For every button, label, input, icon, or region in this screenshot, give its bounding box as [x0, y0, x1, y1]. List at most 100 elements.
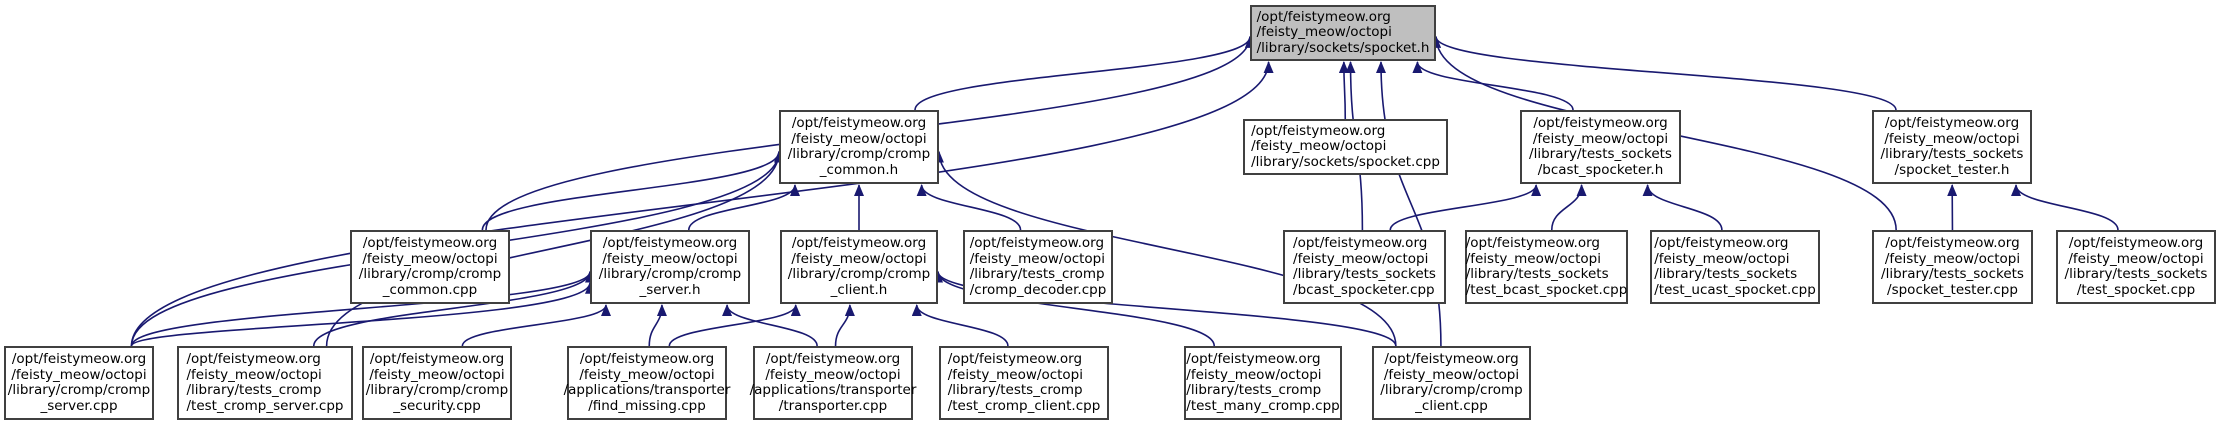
node-label: /opt/feistymeow.org/feisty_meow/octopi/l… — [947, 351, 1101, 414]
node-label-line: /feisty_meow/octopi — [362, 250, 498, 267]
node-cromp-common-h[interactable]: /opt/feistymeow.org/feisty_meow/octopi/l… — [779, 110, 939, 184]
node-label-line: /library/sockets/spocket.h — [1256, 39, 1430, 56]
node-cromp-security-cpp[interactable]: /opt/feistymeow.org/feisty_meow/octopi/l… — [362, 346, 512, 420]
node-label: /opt/feistymeow.org/feisty_meow/octopi/l… — [788, 115, 930, 178]
node-label-line: /bcast_spocketer.cpp — [1293, 281, 1435, 298]
edge-find-missing-cpp-to-cromp-client-h — [668, 304, 801, 347]
node-label-line: /feisty_meow/octopi — [791, 130, 927, 147]
node-label-line: /library/tests_sockets — [1880, 146, 2024, 162]
node-label: /opt/feistymeow.org/feisty_meow/octopi/l… — [1251, 122, 1440, 171]
node-label-line: /find_missing.cpp — [588, 397, 706, 414]
edge-spocket-cpp-to-spocket-h — [1338, 61, 1349, 120]
edge-cromp-server-cpp-to-cromp-server-h — [130, 281, 595, 347]
node-label-line: /library/cromp/cromp — [787, 266, 931, 282]
node-find-missing-cpp[interactable]: /opt/feistymeow.org/feisty_meow/octopi/a… — [564, 346, 730, 420]
node-label-line: /library/tests_sockets — [1529, 146, 1672, 162]
edge-cromp-decoder-cpp-to-cromp-common-h — [916, 184, 1022, 231]
node-label-line: /feisty_meow/octopi — [1884, 250, 2021, 267]
edge-cromp-server-h-to-cromp-common-h — [687, 184, 800, 231]
node-label: /opt/feistymeow.org/feisty_meow/octopi/a… — [563, 351, 731, 414]
node-cromp-common-cpp[interactable]: /opt/feistymeow.org/feisty_meow/octopi/l… — [350, 230, 510, 304]
node-test-cromp-client-cpp[interactable]: /opt/feistymeow.org/feisty_meow/octopi/l… — [939, 346, 1109, 420]
node-label-line: /opt/feistymeow.org — [1293, 235, 1428, 251]
edge-test-many-cromp-cpp-to-cromp-client-h — [933, 270, 1216, 347]
edge-bcast-spocketer-h-to-spocket-h — [1412, 61, 1574, 111]
node-label-line: /test_cromp_server.cpp — [186, 397, 344, 414]
node-label-line: /opt/feistymeow.org — [11, 351, 147, 367]
node-label: /opt/feistymeow.org/feisty_meow/octopi/l… — [1380, 351, 1522, 414]
node-label-line: /feisty_meow/octopi — [579, 366, 715, 383]
node-label: /opt/feistymeow.org/feisty_meow/octopi/l… — [1654, 235, 1816, 298]
node-transporter-cpp[interactable]: /opt/feistymeow.org/feisty_meow/octopi/a… — [750, 346, 916, 420]
edge-spocket-tester-h-to-spocket-h — [1431, 35, 1897, 111]
node-cromp-server-h[interactable]: /opt/feistymeow.org/feisty_meow/octopi/l… — [590, 230, 750, 304]
node-label-line: _server.h — [639, 281, 701, 298]
node-label: /opt/feistymeow.org/feisty_meow/octopi/l… — [365, 351, 509, 414]
node-label: /opt/feistymeow.org/feisty_meow/octopi/l… — [1529, 115, 1672, 178]
node-test-many-cromp-cpp[interactable]: /opt/feistymeow.org/feisty_meow/octopi/l… — [1184, 346, 1342, 420]
node-label-line: /feisty_meow/octopi — [1256, 24, 1392, 41]
node-spocket-tester-cpp[interactable]: /opt/feistymeow.org/feisty_meow/octopi/l… — [1872, 230, 2033, 304]
node-label-line: /opt/feistymeow.org — [947, 351, 1083, 367]
node-label-line: _client.h — [830, 281, 888, 298]
node-label-line: /feisty_meow/octopi — [1465, 250, 1601, 267]
node-label-line: /library/tests_cromp — [969, 266, 1105, 282]
node-cromp-decoder-cpp[interactable]: /opt/feistymeow.org/feisty_meow/octopi/l… — [963, 230, 1113, 304]
node-label: /opt/feistymeow.org/feisty_meow/octopi/l… — [598, 235, 742, 298]
node-label-line: _client.cpp — [1415, 397, 1488, 414]
edge-test-ucast-spocket-cpp-to-bcast-spocketer-h — [1642, 184, 1723, 231]
node-label-line: /feisty_meow/octopi — [602, 250, 738, 267]
node-test-cromp-server-cpp[interactable]: /opt/feistymeow.org/feisty_meow/octopi/l… — [177, 346, 353, 420]
node-label: /opt/feistymeow.org/feisty_meow/octopi/l… — [969, 235, 1107, 298]
node-label-line: /opt/feistymeow.org — [1384, 351, 1519, 367]
node-label: /opt/feistymeow.org/feisty_meow/octopi/l… — [186, 351, 344, 414]
node-label-line: /library/tests_cromp — [1186, 382, 1322, 398]
node-cromp-server-cpp[interactable]: /opt/feistymeow.org/feisty_meow/octopi/l… — [4, 346, 154, 420]
node-label-line: /opt/feistymeow.org — [969, 235, 1105, 251]
node-label-line: /library/tests_cromp — [186, 382, 322, 398]
node-label-line: /cromp_decoder.cpp — [969, 281, 1107, 298]
node-label-line: /applications/transporter — [749, 382, 917, 398]
node-test-bcast-spocket-cpp[interactable]: /opt/feistymeow.org/feisty_meow/octopi/l… — [1465, 230, 1628, 304]
node-label: /opt/feistymeow.org/feisty_meow/octopi/l… — [359, 235, 501, 298]
node-label-line: /opt/feistymeow.org — [1533, 115, 1668, 131]
node-label-line: /spocket_tester.h — [1894, 161, 2010, 178]
node-label-line: /feisty_meow/octopi — [1186, 366, 1322, 383]
node-label-line: /opt/feistymeow.org — [1251, 122, 1386, 139]
node-spocket-h[interactable]: /opt/feistymeow.org/feisty_meow/octopi/l… — [1250, 5, 1436, 61]
node-label-line: /library/cromp/cromp — [365, 382, 509, 398]
node-label: /opt/feistymeow.org/feisty_meow/octopi/l… — [1293, 235, 1436, 298]
node-label-line: /applications/transporter — [563, 382, 731, 398]
node-label-line: _server.cpp — [40, 397, 118, 414]
node-cromp-client-h[interactable]: /opt/feistymeow.org/feisty_meow/octopi/l… — [780, 230, 938, 304]
edge-cromp-security-cpp-to-cromp-server-h — [461, 304, 611, 347]
edge-find-missing-cpp-to-cromp-server-h — [648, 304, 667, 347]
node-label: /opt/feistymeow.org/feisty_meow/octopi/a… — [749, 351, 917, 414]
node-label-line: /opt/feistymeow.org — [369, 351, 505, 367]
node-label-line: /feisty_meow/octopi — [2068, 250, 2204, 267]
edge-cromp-common-h-to-spocket-h — [914, 35, 1255, 111]
node-label-line: /opt/feistymeow.org — [1654, 235, 1789, 251]
node-label-line: /opt/feistymeow.org — [579, 351, 715, 367]
node-label-line: /test_bcast_spocket.cpp — [1465, 281, 1628, 298]
node-label-line: /opt/feistymeow.org — [1186, 351, 1321, 367]
node-label-line: /opt/feistymeow.org — [186, 351, 321, 367]
node-test-ucast-spocket-cpp[interactable]: /opt/feistymeow.org/feisty_meow/octopi/l… — [1650, 230, 1820, 304]
node-label-line: _security.cpp — [393, 397, 481, 414]
node-label-line: /library/cromp/cromp — [598, 266, 742, 282]
node-label-line: /feisty_meow/octopi — [186, 366, 322, 383]
node-test-spocket-cpp[interactable]: /opt/feistymeow.org/feisty_meow/octopi/l… — [2056, 230, 2216, 304]
node-bcast-spocketer-h[interactable]: /opt/feistymeow.org/feisty_meow/octopi/l… — [1520, 110, 1681, 184]
node-spocket-cpp[interactable]: /opt/feistymeow.org/feisty_meow/octopi/l… — [1243, 119, 1448, 175]
node-label: /opt/feistymeow.org/feisty_meow/octopi/l… — [1881, 235, 2024, 298]
node-label-line: _common.h — [819, 161, 899, 178]
node-label-line: /opt/feistymeow.org — [2068, 235, 2204, 251]
node-label-line: /feisty_meow/octopi — [969, 250, 1106, 267]
node-label-line: /test_many_cromp.cpp — [1186, 397, 1340, 414]
node-cromp-client-cpp[interactable]: /opt/feistymeow.org/feisty_meow/octopi/l… — [1372, 346, 1531, 420]
node-spocket-tester-h[interactable]: /opt/feistymeow.org/feisty_meow/octopi/l… — [1872, 110, 2032, 184]
node-label-line: /test_spocket.cpp — [2076, 281, 2196, 298]
node-label-line: /library/tests_sockets — [1465, 266, 1609, 282]
node-bcast-spocketer-cpp[interactable]: /opt/feistymeow.org/feisty_meow/octopi/l… — [1283, 230, 1446, 304]
node-label-line: /transporter.cpp — [778, 397, 888, 414]
